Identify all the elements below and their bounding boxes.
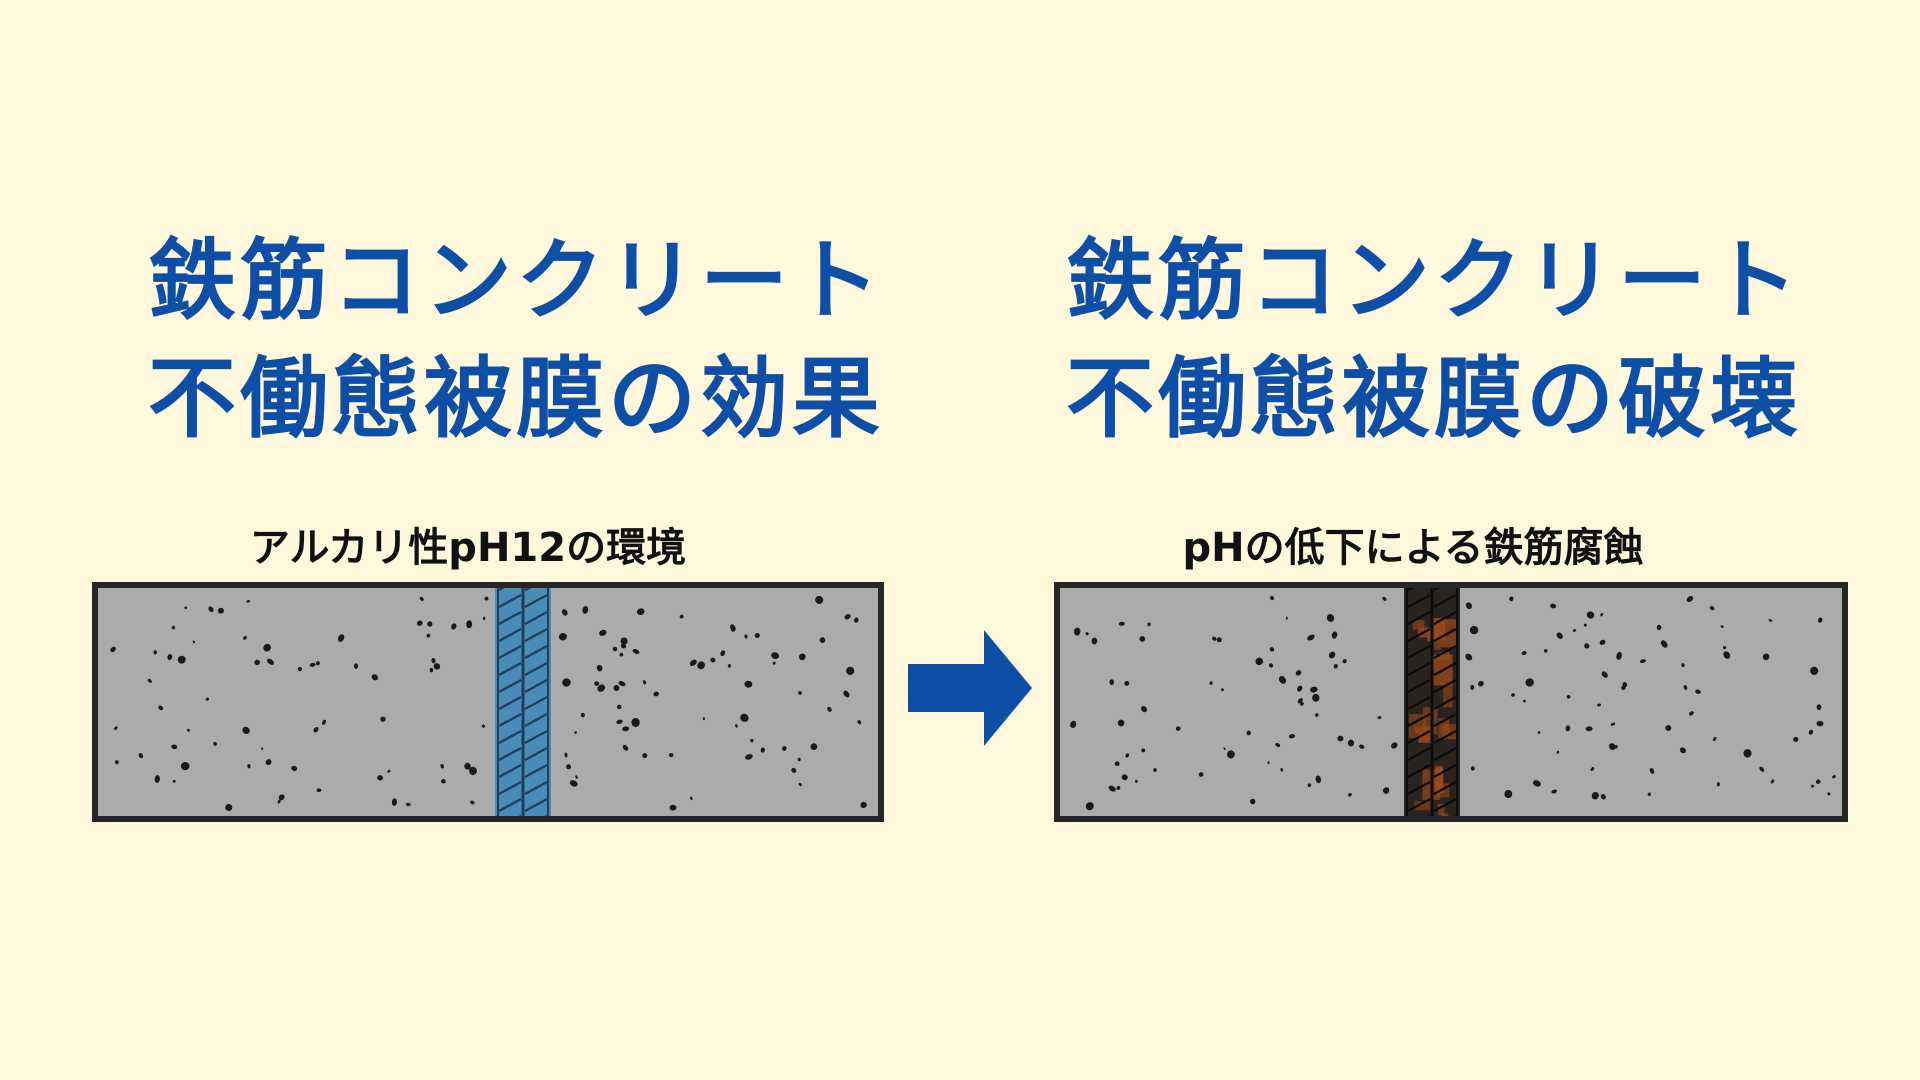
right-title-line1: 鉄筋コンクリート [1066,229,1803,332]
aggregate-speckles [1070,595,1836,811]
left-caption: アルカリ性pH12の環境 [249,525,687,571]
concrete-section-healthy [110,588,867,816]
right-title: 鉄筋コンクリート 不働態被膜の破壊 [1066,222,1802,458]
concrete-section-corroded [1070,588,1836,816]
right-arrow-icon [908,630,1032,746]
right-title-line2: 不働態被膜の破壊 [1066,347,1803,450]
right-caption: pHの低下による鉄筋腐蝕 [1182,525,1644,571]
concrete-block-healthy [92,582,884,822]
left-title: 鉄筋コンクリート 不働態被膜の効果 [148,222,884,458]
corroded-rebar [1404,588,1460,816]
left-title-line1: 鉄筋コンクリート [148,229,885,332]
concrete-block-corroded [1054,582,1848,822]
left-title-line2: 不働態被膜の効果 [148,347,885,450]
healthy-rebar [495,588,551,816]
aggregate-speckles [110,595,867,812]
arrow-shape [908,630,1032,746]
